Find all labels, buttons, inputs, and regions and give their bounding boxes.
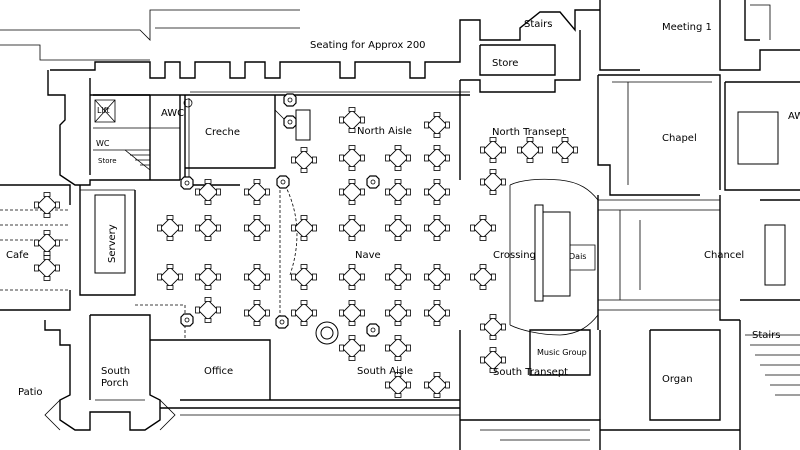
table-icon [424,179,450,205]
table-icon [339,264,365,290]
awc-left-label: AWC [161,108,184,119]
table-icon [424,264,450,290]
pillar-icon [275,315,289,329]
table-icon [34,230,60,256]
north-aisle-label: North Aisle [357,126,412,137]
chapel-label: Chapel [662,133,697,144]
crossing-label: Crossing [493,250,536,261]
cafe-label: Cafe [6,250,29,261]
pillar-icon [180,176,194,190]
table-icon [424,145,450,171]
table-icon [517,137,543,163]
table-icon [424,372,450,398]
nave-label: Nave [355,250,381,261]
south-porch-label-line1: South [101,366,130,377]
table-icon [291,264,317,290]
table-icon [339,145,365,171]
table-icon [385,215,411,241]
wc-label: WC [96,139,110,148]
store-small-label: Store [98,157,117,165]
table-icon [157,264,183,290]
store-label: Store [492,58,518,69]
meeting-room-label: Meeting 1 [662,22,712,33]
north-transept-label: North Transept [492,127,566,138]
stairs-top-label: Stairs [524,19,553,30]
pillar-icon [283,115,297,129]
table-icon [244,179,270,205]
table-icon [424,215,450,241]
pillar-icon [366,323,380,337]
servery-label: Servery [107,224,118,263]
table-icon [480,314,506,340]
table-icon [291,300,317,326]
table-icon [470,215,496,241]
table-icon [195,179,221,205]
south-porch-label-line2: Porch [101,378,129,389]
south-transept-label: South Transept [493,367,568,378]
office-label: Office [204,366,233,377]
table-icon [244,300,270,326]
table-icon [291,215,317,241]
south-aisle-label: South Aisle [357,366,413,377]
table-icon [552,137,578,163]
pillar-icon [283,93,297,107]
patio-label: Patio [18,387,43,398]
table-icon [424,300,450,326]
baptismal-font-icon [315,321,339,345]
dais-label: Dais [569,252,586,261]
room-labels: Seating for Approx 200 Stairs Store Meet… [6,19,800,398]
creche-label: Creche [205,127,240,138]
table-icon [195,264,221,290]
table-icon [34,255,60,281]
table-icon [339,215,365,241]
table-icon [339,179,365,205]
chancel-label: Chancel [704,250,744,261]
table-icon [480,137,506,163]
table-icon [385,145,411,171]
table-icon [34,192,60,218]
table-icon [385,179,411,205]
pillar-icon [276,175,290,189]
table-icon [385,264,411,290]
table-icon [339,335,365,361]
table-icon [195,215,221,241]
seating-capacity-label: Seating for Approx 200 [310,40,426,51]
table-icon [470,264,496,290]
table-icon [480,169,506,195]
table-icon [244,264,270,290]
table-icon [385,335,411,361]
table-icon [424,112,450,138]
table-icon [291,147,317,173]
table-icon [244,215,270,241]
stairs-right-label: Stairs [752,330,781,341]
organ-label: Organ [662,374,693,385]
pillar-icon [180,313,194,327]
lift-label: Lift [97,106,110,115]
table-icon [339,300,365,326]
awc-right-label: AW [788,111,800,122]
music-group-label: Music Group [537,348,587,357]
pillar-icon [366,175,380,189]
table-icon [385,300,411,326]
table-icon [157,215,183,241]
table-icon [195,297,221,323]
